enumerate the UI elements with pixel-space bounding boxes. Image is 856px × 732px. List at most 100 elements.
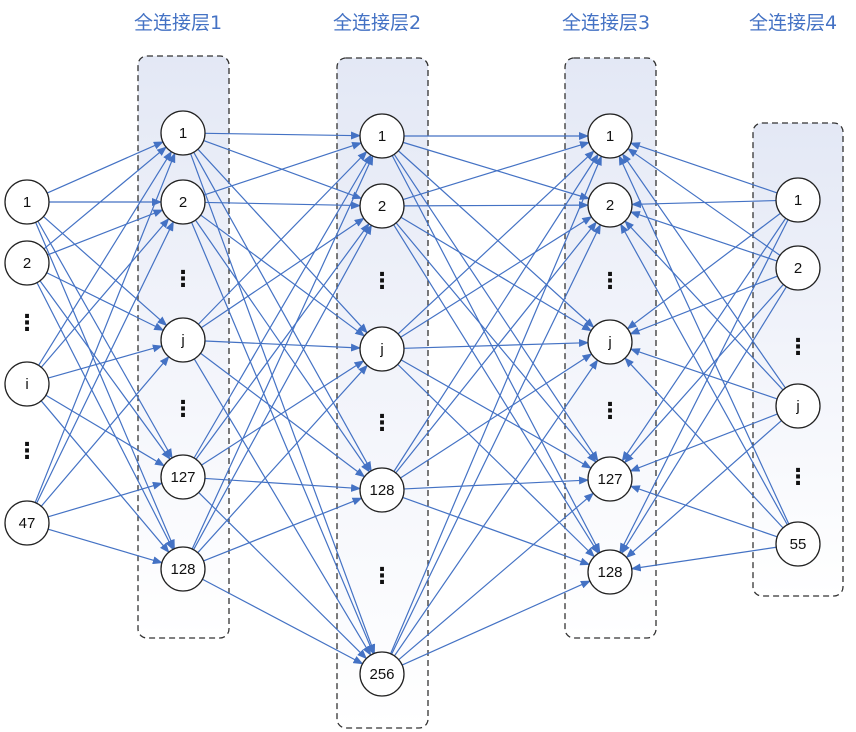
ellipsis-2-4: ⋮	[371, 411, 393, 436]
edge-2-3-1	[400, 216, 593, 338]
edge-2-7-0	[390, 155, 602, 654]
neuron-label-4-0: 1	[794, 192, 802, 209]
edge-1-5-0	[193, 154, 372, 459]
neuron-label-0-3: i	[25, 376, 28, 393]
layer-4-box	[752, 122, 844, 597]
neuron-label-3-1: 2	[606, 197, 614, 214]
edge-2-1-6	[393, 224, 599, 555]
neuron-2-1	[359, 183, 405, 229]
edge-2-3-6	[397, 363, 595, 558]
ellipsis-2-6: ⋮	[371, 564, 393, 589]
neuron-3-6	[587, 549, 633, 595]
edge-2-1-1	[403, 201, 590, 210]
ellipsis-1-4: ⋮	[172, 397, 194, 422]
edge-1-3-3	[204, 340, 362, 352]
neuron-3-1	[587, 182, 633, 228]
layer-4-title: 全连接层4	[749, 12, 838, 34]
connection-edges	[34, 131, 790, 666]
neuron-4-0	[775, 177, 821, 223]
edge-2-7-5	[398, 492, 595, 661]
edge-2-1-5	[395, 222, 597, 463]
edge-2-5-3	[400, 353, 593, 479]
edge-3-5-0	[618, 155, 790, 525]
neuron-label-1-1: 2	[179, 194, 187, 211]
layer-1-title: 全连接层1	[134, 12, 223, 34]
neuron-2-0	[359, 113, 405, 159]
ellipsis-0-2: ⋮	[16, 311, 38, 336]
edge-0-3-1	[40, 217, 170, 368]
neuron-0-1	[4, 240, 50, 286]
neuron-1-3	[160, 317, 206, 363]
edge-2-3-3	[403, 338, 590, 349]
neuron-2-3	[359, 326, 405, 372]
neuron-label-4-1: 2	[794, 260, 802, 277]
ellipsis-4-2: ⋮	[787, 335, 809, 360]
neuron-label-1-6: 128	[170, 561, 195, 578]
neuron-label-4-3: j	[795, 398, 799, 415]
edge-2-5-5	[403, 476, 590, 490]
edge-3-0-0	[629, 142, 778, 194]
edge-0-5-3	[40, 355, 170, 507]
edge-3-1-6	[621, 286, 787, 555]
edge-2-5-0	[393, 153, 599, 472]
edge-0-0-5	[37, 220, 173, 459]
layer-2-title: 全连接层2	[333, 12, 422, 34]
neuron-label-3-3: j	[607, 334, 611, 351]
edge-1-3-5	[200, 352, 366, 478]
neuron-label-0-0: 1	[23, 194, 31, 211]
edge-2-1-0	[402, 141, 590, 201]
edge-3-5-6	[630, 546, 777, 572]
edge-0-5-1	[36, 220, 174, 504]
neuron-0-3	[4, 361, 50, 407]
neuron-1-6	[160, 546, 206, 592]
neuron-label-2-0: 1	[378, 128, 386, 145]
neuron-label-3-6: 128	[597, 564, 622, 581]
edge-1-1-7	[190, 222, 375, 655]
neuron-label-0-5: 47	[19, 515, 36, 532]
edge-1-0-7	[190, 153, 376, 655]
edge-1-3-0	[197, 151, 368, 325]
edge-0-0-3	[43, 216, 168, 327]
neuron-3-0	[587, 113, 633, 159]
neuron-2-7	[359, 651, 405, 697]
neuron-label-2-1: 2	[378, 198, 386, 215]
neuron-0-5	[4, 500, 50, 546]
neuron-label-3-0: 1	[606, 128, 614, 145]
edge-3-3-6	[625, 420, 782, 559]
edge-1-3-1	[200, 217, 365, 329]
neuron-0-0	[4, 179, 50, 225]
edge-2-3-0	[397, 150, 595, 335]
edge-0-0-6	[35, 222, 175, 550]
neuron-4-5	[775, 521, 821, 567]
edge-1-6-1	[193, 224, 372, 550]
edge-0-0-0	[46, 141, 164, 194]
edge-0-1-1	[47, 209, 164, 256]
ellipsis-3-4: ⋮	[599, 399, 621, 424]
edge-2-5-1	[395, 221, 597, 474]
neuron-4-3	[775, 383, 821, 429]
neuron-3-3	[587, 319, 633, 365]
edge-1-0-3	[197, 148, 368, 334]
edge-1-1-5	[195, 219, 371, 473]
neuron-1-1	[160, 179, 206, 225]
edge-3-5-3	[624, 357, 784, 529]
neuron-1-5	[160, 454, 206, 500]
neuron-label-1-3: j	[180, 332, 184, 349]
ellipsis-3-2: ⋮	[599, 269, 621, 294]
edge-3-5-1	[620, 223, 788, 526]
neuron-label-0-1: 2	[23, 255, 31, 272]
edge-3-3-1	[624, 220, 784, 391]
edge-1-5-3	[201, 360, 365, 466]
edge-2-7-1	[391, 223, 601, 655]
edge-0-5-6	[47, 528, 163, 565]
neuron-label-4-5: 55	[790, 536, 807, 553]
ellipsis-2-2: ⋮	[371, 269, 393, 294]
edge-3-0-6	[619, 219, 789, 554]
edge-1-6-3	[197, 364, 368, 554]
edge-3-5-5	[629, 485, 778, 538]
edge-0-5-5	[47, 481, 163, 518]
edge-1-1-1	[204, 201, 362, 210]
edge-0-1-5	[39, 280, 171, 461]
layer-boxes	[137, 55, 844, 729]
